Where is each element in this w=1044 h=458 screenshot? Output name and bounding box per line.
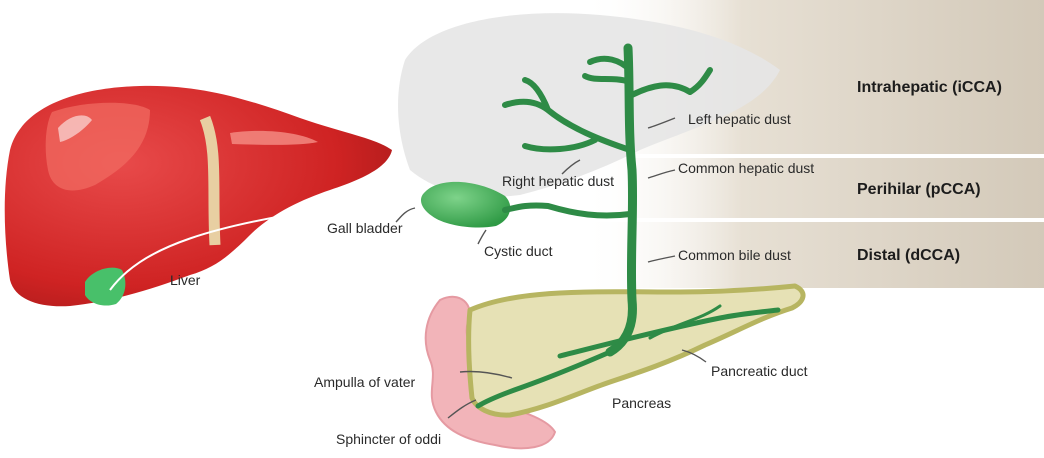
- label-ampulla-of-vater: Ampulla of vater: [314, 374, 415, 390]
- label-left-hepatic-duct: Left hepatic dust: [688, 111, 791, 127]
- leader-lines: [395, 117, 707, 419]
- ghost-liver-silhouette: [398, 13, 780, 197]
- liver-illustration: [4, 85, 396, 307]
- label-sphincter-of-oddi: Sphincter of oddi: [336, 431, 441, 447]
- label-cystic-duct: Cystic duct: [484, 243, 553, 259]
- label-liver: Liver: [170, 272, 201, 288]
- zone-label-intrahepatic: Intrahepatic (iCCA): [857, 79, 1002, 96]
- gallbladder-shape: [420, 181, 511, 228]
- zone-label-perihilar: Perihilar (pCCA): [857, 181, 981, 198]
- zone-label-distal: Distal (dCCA): [857, 247, 960, 264]
- bile-duct-tree: [475, 43, 781, 409]
- label-gall-bladder: Gall bladder: [327, 220, 403, 236]
- label-common-bile-duct: Common bile dust: [678, 247, 791, 263]
- label-common-hepatic-duct: Common hepatic dust: [678, 160, 814, 176]
- label-pancreas: Pancreas: [612, 395, 671, 411]
- label-right-hepatic-duct: Right hepatic dust: [502, 173, 614, 189]
- label-pancreatic-duct: Pancreatic duct: [711, 363, 808, 379]
